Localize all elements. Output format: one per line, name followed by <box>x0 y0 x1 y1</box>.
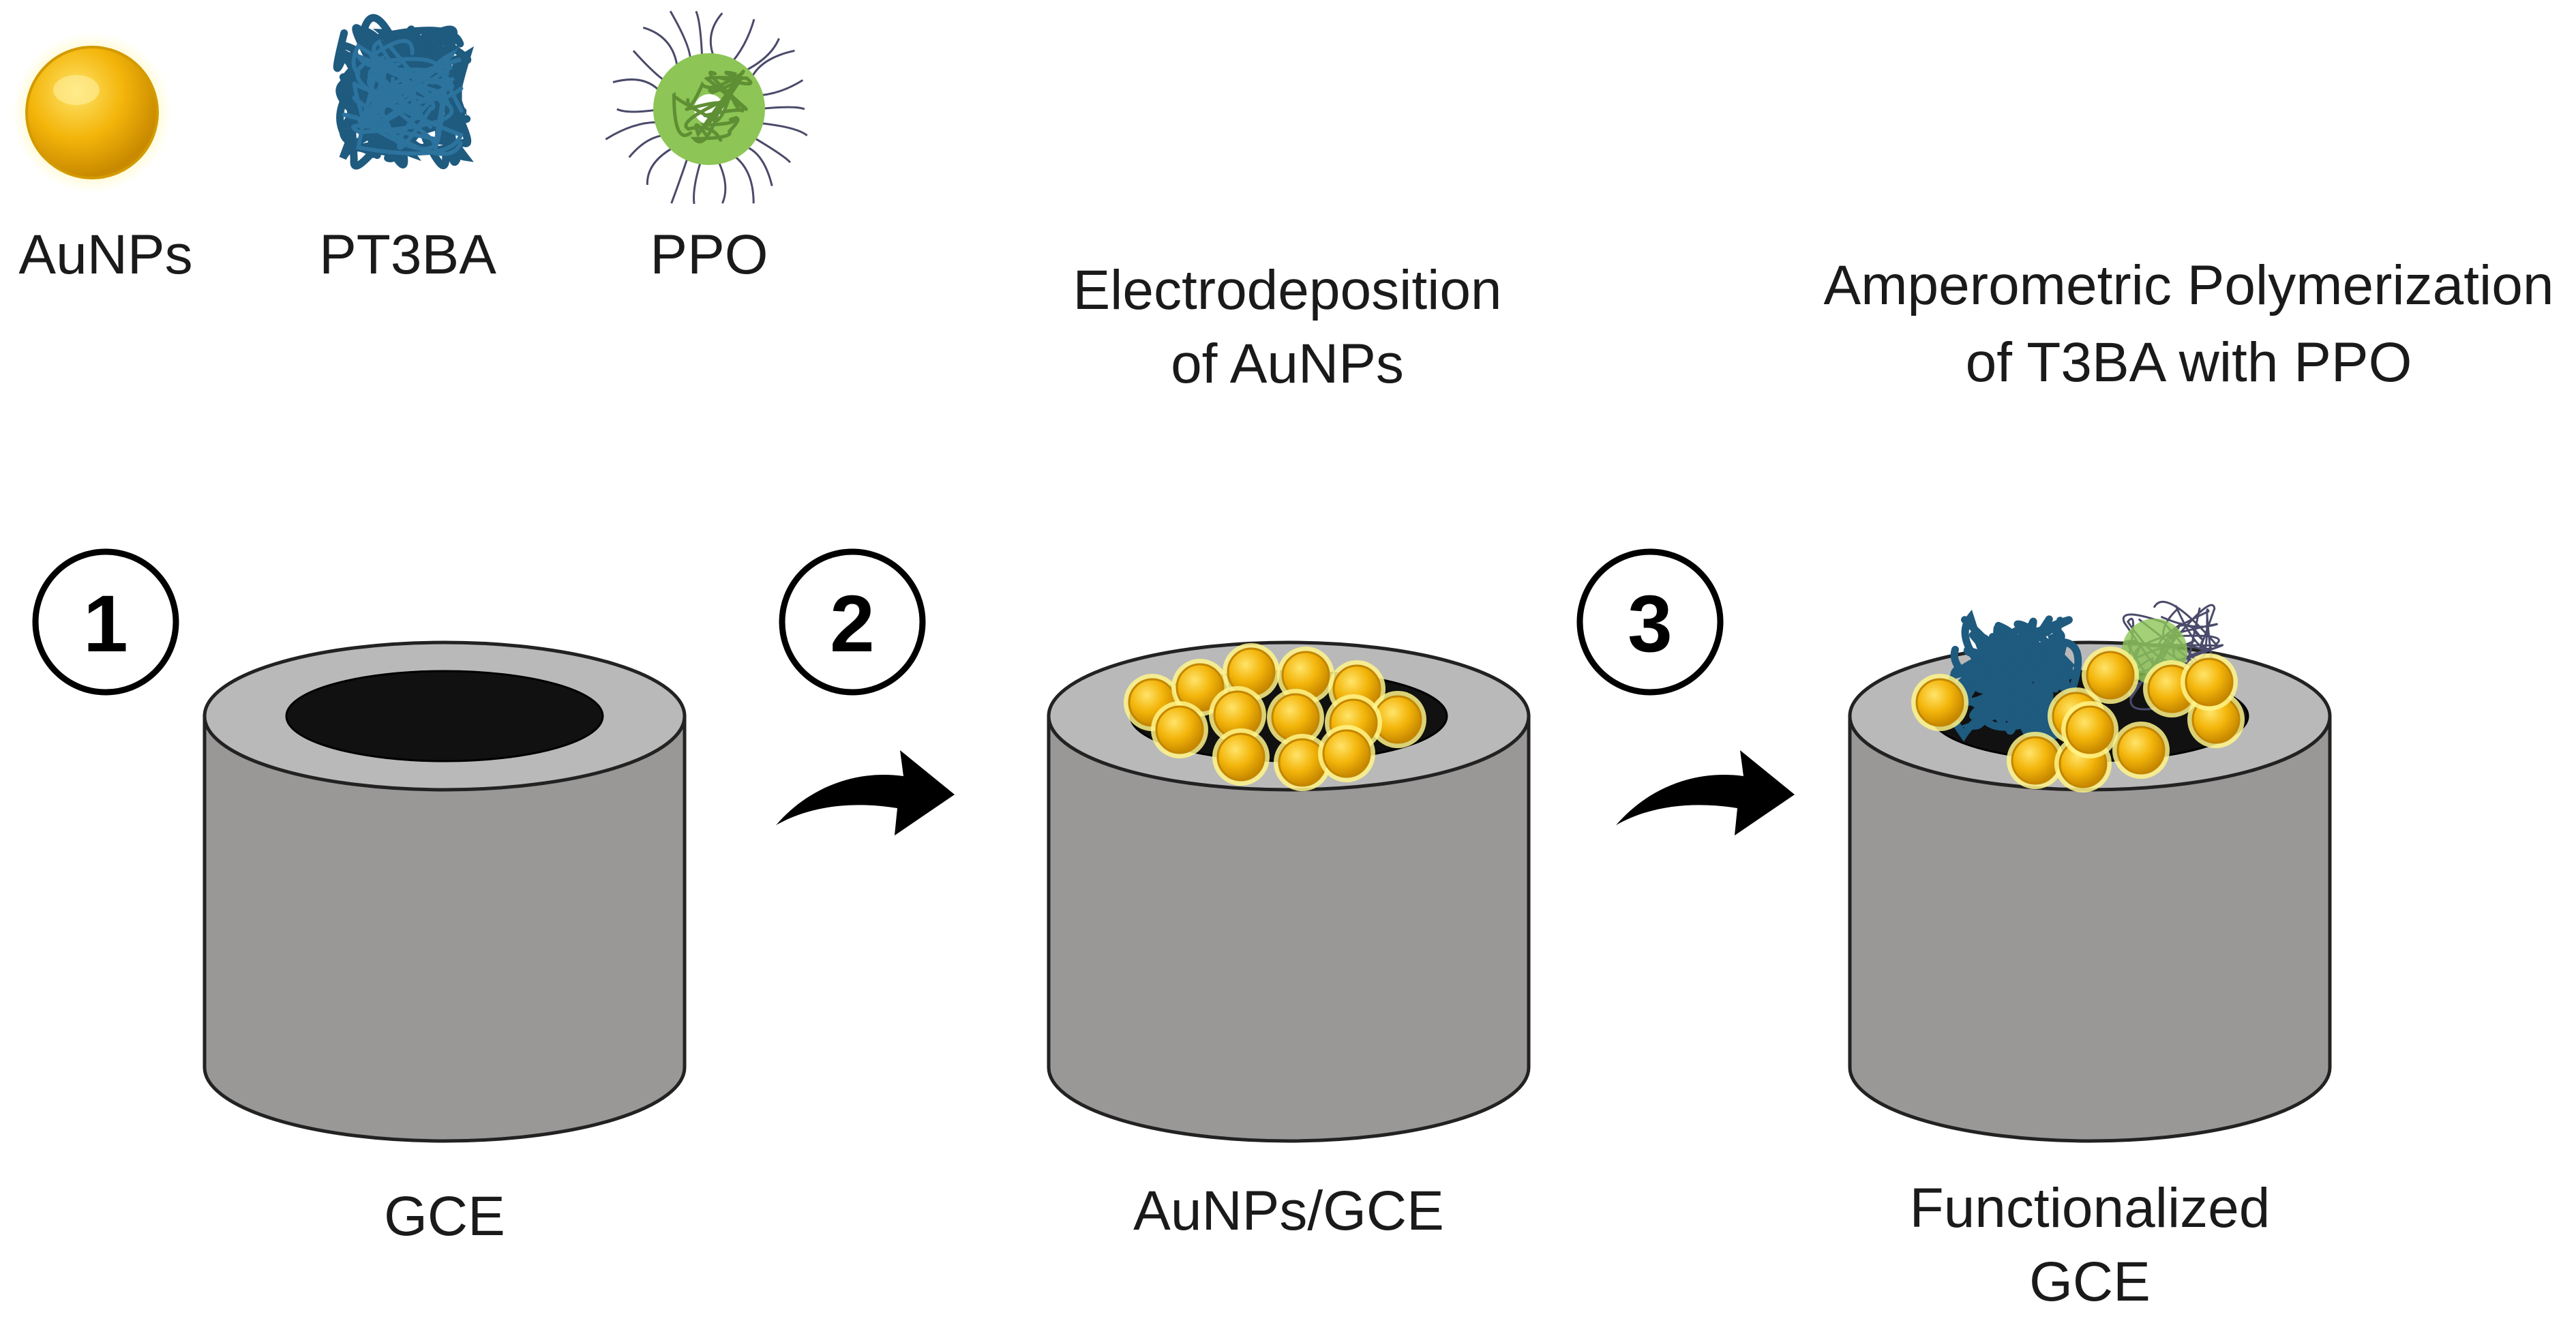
caption-gce: GCE <box>384 1185 505 1247</box>
step-3-badge: 3 <box>1576 548 1724 696</box>
caption-aunps-gce: AuNPs/GCE <box>1133 1180 1444 1242</box>
process-3-line2: of T3BA with PPO <box>1965 331 2412 394</box>
functionalized-gce-electrode <box>1848 600 2332 1143</box>
caption-functionalized-line2: GCE <box>2029 1251 2151 1313</box>
legend-label-aunps: AuNPs <box>18 224 193 286</box>
caption-functionalized-line1: Functionalized <box>1909 1177 2271 1239</box>
process-2-line1: Electrodeposition <box>1073 259 1502 321</box>
step-1-number: 1 <box>83 579 128 669</box>
process-3-text: Amperometric Polymerization <box>1823 254 2554 316</box>
aunps-gce-electrode <box>1047 640 1531 1143</box>
gold-nanoparticle-icon <box>12 32 173 193</box>
enzyme-icon <box>605 10 808 205</box>
process-2-line2: of AuNPs <box>1171 333 1404 395</box>
gce-electrode <box>203 640 687 1143</box>
legend-label-ppo: PPO <box>650 224 768 286</box>
process-3-line1: Amperometric Polymerization <box>1824 249 2554 323</box>
step-3-number: 3 <box>1628 579 1673 669</box>
arrow-right-icon <box>776 750 955 835</box>
step-2-badge: 2 <box>779 548 926 696</box>
arrow-right-icon <box>1616 750 1795 835</box>
legend-label-pt3ba: PT3BA <box>319 224 496 286</box>
step-2-number: 2 <box>830 579 875 669</box>
polymer-network-icon <box>333 14 475 170</box>
step-1-badge: 1 <box>32 548 179 696</box>
